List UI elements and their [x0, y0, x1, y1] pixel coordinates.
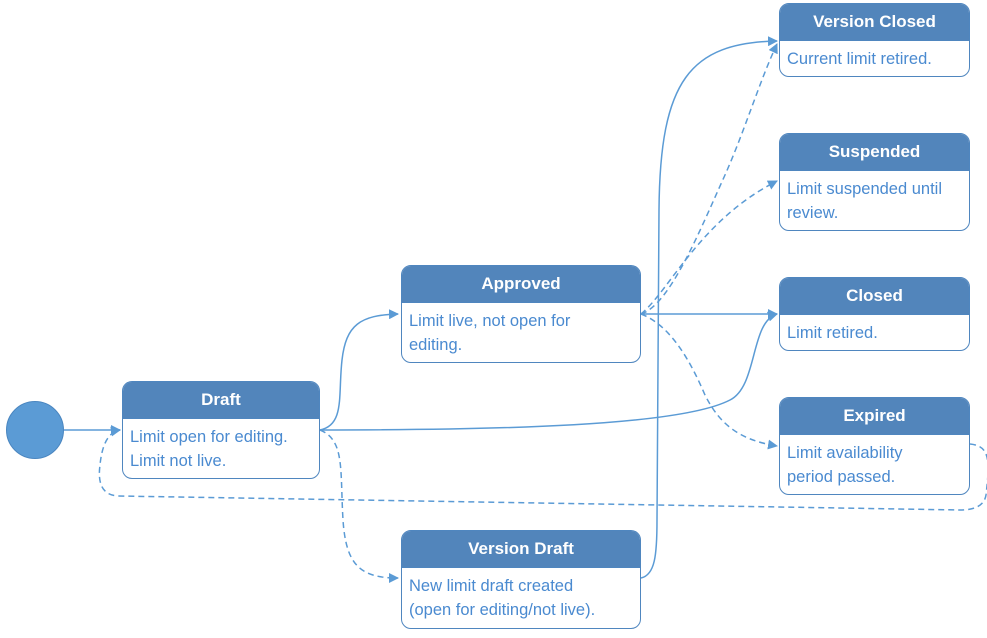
state-expired-title: Expired [780, 398, 969, 435]
transition-draft-versiondraft [319, 429, 399, 583]
state-draft-description: Limit open for editing. Limit not live. [130, 428, 288, 470]
state-version-draft: Version Draft New limit draft created (o… [401, 530, 641, 629]
state-version-closed: Version Closed Current limit retired. [779, 3, 970, 77]
state-draft: Draft Limit open for editing. Limit not … [122, 381, 320, 479]
state-approved-description: Limit live, not open for editing. [409, 312, 571, 354]
state-suspended: Suspended Limit suspended until review. [779, 133, 970, 231]
state-closed-description: Limit retired. [787, 324, 878, 342]
state-version-draft-title: Version Draft [402, 531, 640, 568]
transition-approved-expired [640, 313, 778, 450]
transition-versiondraft-versionclosed [640, 36, 778, 579]
state-version-closed-title: Version Closed [780, 4, 969, 41]
transition-draft-approved [319, 309, 399, 431]
transition-expired-draft [98, 426, 987, 511]
state-expired: Expired Limit availability period passed… [779, 397, 970, 495]
state-draft-title: Draft [123, 382, 319, 419]
state-approved-title: Approved [402, 266, 640, 303]
state-expired-description: Limit availability period passed. [787, 444, 903, 486]
state-suspended-title: Suspended [780, 134, 969, 171]
state-suspended-description: Limit suspended until review. [787, 180, 943, 222]
state-approved: Approved Limit live, not open for editin… [401, 265, 641, 363]
state-closed: Closed Limit retired. [779, 277, 970, 351]
transition-approved-suspended [640, 180, 778, 315]
transition-draft-closed [319, 311, 778, 431]
initial-state-node [6, 401, 64, 459]
transition-approved-versionclosed [640, 43, 778, 315]
state-version-closed-description: Current limit retired. [787, 50, 932, 68]
state-closed-title: Closed [780, 278, 969, 315]
state-version-draft-description: New limit draft created (open for editin… [409, 577, 596, 619]
